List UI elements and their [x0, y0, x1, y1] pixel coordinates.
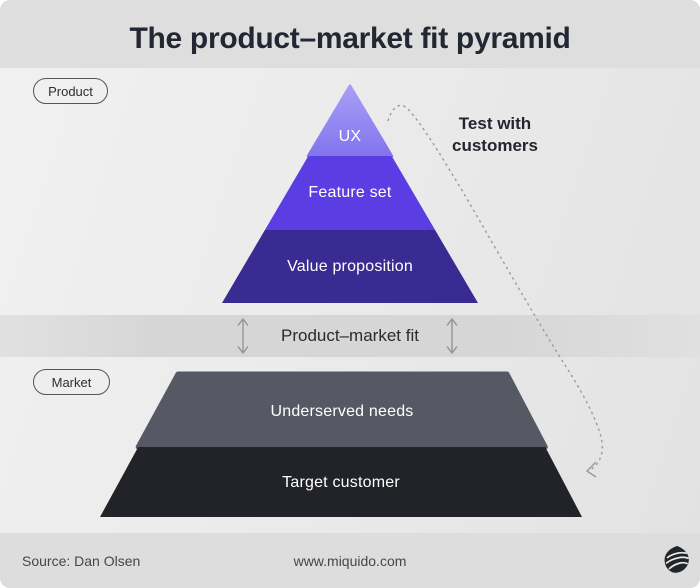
underserved-needs-layer-label: Underserved needs [270, 403, 414, 420]
target-customer-layer-label: Target customer [282, 474, 400, 491]
market-pill-label: Market [51, 374, 92, 390]
header-band [0, 0, 700, 68]
website-url: www.miquido.com [293, 553, 407, 569]
pmf-double-arrows [237, 317, 458, 355]
footer-band [0, 533, 700, 588]
ux-layer-label: UX [338, 128, 362, 145]
test-with-customers-annotation: Test with customers [420, 113, 570, 157]
value-proposition-layer-label: Value proposition [287, 258, 413, 275]
market-pill: Market [33, 369, 110, 395]
product-pill-label: Product [48, 83, 93, 99]
source-credit: Source: Dan Olsen [22, 553, 141, 569]
pmf-arrow-left [237, 317, 249, 355]
logo-blob [664, 546, 689, 573]
annotation-line2: customers [452, 136, 538, 155]
product-market-fit-band [0, 315, 700, 357]
test-with-customers-arrow-head [585, 461, 597, 478]
miquido-logo-icon [664, 546, 689, 573]
product-pill: Product [33, 78, 108, 104]
market-layer-target-customer [100, 447, 582, 517]
feature-set-layer-label: Feature set [308, 184, 392, 201]
pyramid-layer-value-proposition [222, 230, 478, 303]
annotation-line1: Test with [458, 114, 532, 133]
pmf-arrow-right [446, 317, 458, 355]
pyramid-layer-feature-set [264, 156, 436, 230]
product-market-fit-label: Product–market fit [281, 326, 419, 345]
logo-stripes [665, 551, 689, 570]
page-title: The product–market fit pyramid [129, 22, 571, 55]
